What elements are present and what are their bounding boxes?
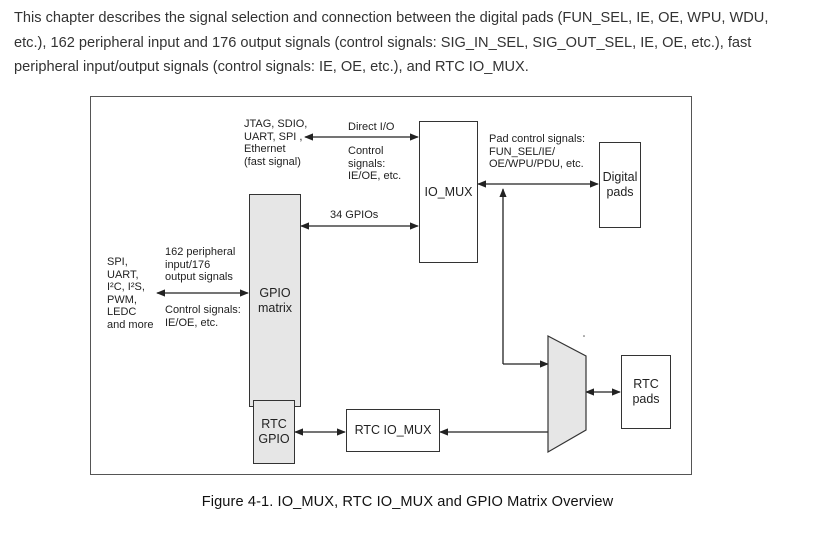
pad-control-label: Pad control signals: FUN_SEL/IE/ OE/WPU/… [489,133,585,170]
gpio-count-label: 34 GPIOs [330,209,379,221]
gpio-matrix-box: GPIO matrix [249,194,301,407]
digital-pads-box: Digital pads [599,142,641,228]
digital-pads-label-line2: pads [606,185,634,199]
peripherals-label: SPI, UART, I²C, I²S, PWM, LEDC and more [107,256,154,331]
io-mux-label: IO_MUX [424,184,473,199]
fast-peripherals-label: JTAG, SDIO, UART, SPI , Ethernet (fast s… [244,118,308,168]
io-mux-box: IO_MUX [419,121,478,263]
gpio-matrix-label-line2: matrix [257,300,293,315]
control-signals-io-mux-label: Control signals: IE/OE, etc. [348,145,402,182]
stray-dot [583,335,585,337]
rtc-multiplexer [547,335,587,454]
peripheral-signals-label: 162 peripheral input/176 output signals [165,246,236,283]
control-signals-gpio-label: Control signals: IE/OE, etc. [165,304,241,329]
rtc-io-mux-label: RTC IO_MUX [354,423,432,437]
rtc-gpio-label-line2: GPIO [258,432,290,446]
diagram-frame [90,96,692,475]
rtc-gpio-label-line1: RTC [261,417,287,431]
intro-paragraph: This chapter describes the signal select… [14,10,769,75]
rtc-pads-label-line1: RTC [633,377,659,391]
rtc-gpio-box: RTC GPIO [253,400,295,464]
gpio-matrix-label-line1: GPIO [259,285,291,300]
rtc-pads-label-line2: pads [632,392,660,406]
digital-pads-label-line1: Digital [602,170,638,184]
figure-caption: Figure 4-1. IO_MUX, RTC IO_MUX and GPIO … [201,494,614,510]
direct-io-label: Direct I/O [348,121,395,133]
rtc-pads-box: RTC pads [621,355,671,429]
rtc-io-mux-box: RTC IO_MUX [346,409,440,452]
